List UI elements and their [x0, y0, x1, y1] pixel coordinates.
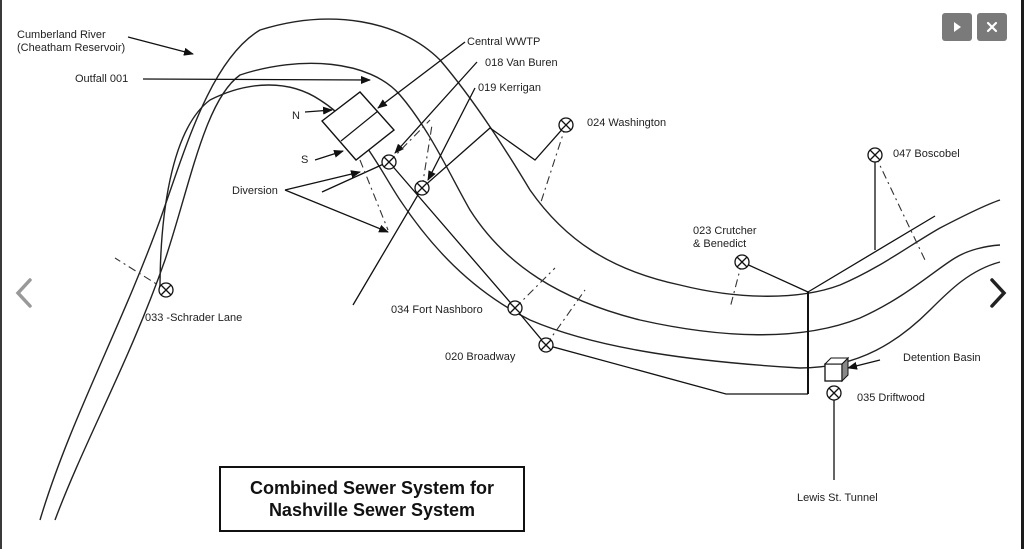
crutcher-line	[741, 261, 809, 293]
label-outfall: Outfall 001	[75, 73, 128, 85]
label-south: S	[301, 154, 308, 166]
label-boscobel: 047 Boscobel	[893, 148, 960, 160]
detention-arrow	[847, 359, 881, 370]
label-washington: 024 Washington	[587, 117, 666, 129]
river-outer-bank	[39, 18, 1001, 521]
sewer-lines	[127, 36, 936, 480]
diagram-title-line-1: Combined Sewer System for	[249, 478, 495, 498]
north-arrow	[304, 106, 333, 115]
diagram-title-box: Combined Sewer System for Nashville Sewe…	[219, 466, 525, 532]
wwtp-plant	[320, 91, 396, 161]
previous-button[interactable]	[9, 275, 39, 311]
label-river-sub: (Cheatham Reservoir)	[17, 42, 125, 54]
outfall-marker-driftwood	[826, 385, 842, 401]
chevron-right-icon	[990, 278, 1007, 308]
outfall-marker-schrader	[158, 282, 174, 298]
outfall-marker-fort-nashboro	[507, 300, 523, 316]
diversion-arrow-1	[284, 170, 361, 191]
viewer-left-edge	[0, 0, 2, 549]
diagram-title-line-2: Nashville Sewer System	[268, 500, 476, 520]
river-banks	[39, 18, 1001, 521]
river-middle-bank	[54, 62, 1001, 521]
label-crutcher: 023 Crutcher	[693, 225, 757, 237]
label-diversion: Diversion	[232, 185, 278, 197]
label-van-buren: 018 Van Buren	[485, 57, 558, 69]
van-buren-arrow	[394, 61, 478, 154]
kerrigan-arrow	[427, 87, 476, 181]
label-north: N	[292, 110, 300, 122]
outfall-marker-washington	[558, 117, 574, 133]
label-lewis: Lewis St. Tunnel	[797, 492, 878, 504]
river-arrow	[127, 36, 194, 56]
boscobel-trunk	[807, 215, 936, 293]
detention-basin	[823, 356, 850, 383]
label-river: Cumberland River	[17, 29, 106, 41]
label-fort-nashboro: 034 Fort Nashboro	[391, 304, 483, 316]
label-wwtp: Central WWTP	[467, 36, 540, 48]
washington-line	[352, 124, 567, 306]
label-kerrigan: 019 Kerrigan	[478, 82, 541, 94]
next-button[interactable]	[983, 275, 1013, 311]
south-arrow	[314, 149, 344, 161]
play-icon	[954, 22, 961, 32]
chevron-left-icon	[15, 278, 32, 308]
label-broadway: 020 Broadway	[445, 351, 516, 363]
close-button[interactable]	[977, 13, 1007, 41]
wwtp-arrow	[377, 41, 466, 109]
label-crutcher-sub: & Benedict	[693, 238, 746, 250]
diversion-arrow-2	[284, 189, 389, 233]
outfall-markers	[158, 117, 883, 401]
diversion-line	[321, 161, 389, 193]
outfall-marker-crutcher	[734, 254, 750, 270]
diagram-labels: Cumberland River (Cheatham Reservoir) Ou…	[17, 29, 981, 504]
label-driftwood: 035 Driftwood	[857, 392, 925, 404]
play-button[interactable]	[942, 13, 972, 41]
outfall-marker-van-buren	[381, 154, 397, 170]
outfall-marker-kerrigan	[414, 180, 430, 196]
viewer-right-edge	[1021, 0, 1024, 549]
label-detention: Detention Basin	[903, 352, 981, 364]
overflow-lines	[114, 119, 926, 346]
river-inner-bank	[159, 84, 1001, 369]
outfall-marker-boscobel	[867, 147, 883, 163]
label-schrader: 033 -Schrader Lane	[145, 312, 242, 324]
outfall-marker-broadway	[538, 337, 554, 353]
close-icon	[986, 21, 998, 33]
outfall-arrow	[142, 75, 371, 84]
